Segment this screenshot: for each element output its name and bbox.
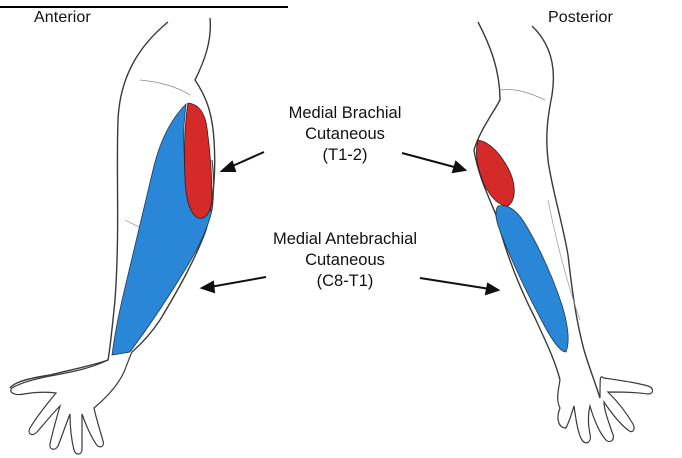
- posterior-antebrachial-region: [496, 206, 568, 352]
- arrowhead-mabc-posterior: [486, 284, 498, 294]
- posterior-view-label: Posterior: [548, 9, 613, 27]
- medial-antebrachial-cutaneous-label: Medial Antebrachial Cutaneous (C8-T1): [225, 229, 465, 292]
- mabc-line-3: (C8-T1): [225, 271, 465, 292]
- anterior-hand: [11, 352, 132, 454]
- anterior-view-label: Anterior: [34, 9, 91, 27]
- anterior-shoulder-line: [140, 80, 190, 95]
- mabc-line-1: Medial Antebrachial: [225, 229, 465, 250]
- posterior-hand: [558, 377, 653, 443]
- posterior-shoulder-line: [500, 89, 545, 100]
- arrowhead-mabc-anterior: [202, 282, 214, 292]
- mabc-line-2: Cutaneous: [225, 250, 465, 271]
- mbc-line-1: Medial Brachial: [225, 103, 465, 124]
- anterior-arm: [10, 18, 215, 454]
- anterior-brachial-region: [184, 103, 212, 218]
- mbc-line-2: Cutaneous: [225, 124, 465, 145]
- medial-brachial-cutaneous-label: Medial Brachial Cutaneous (T1-2): [225, 103, 465, 166]
- posterior-brachial-region: [476, 140, 514, 206]
- posterior-arm: [474, 22, 653, 443]
- mbc-line-3: (T1-2): [225, 145, 465, 166]
